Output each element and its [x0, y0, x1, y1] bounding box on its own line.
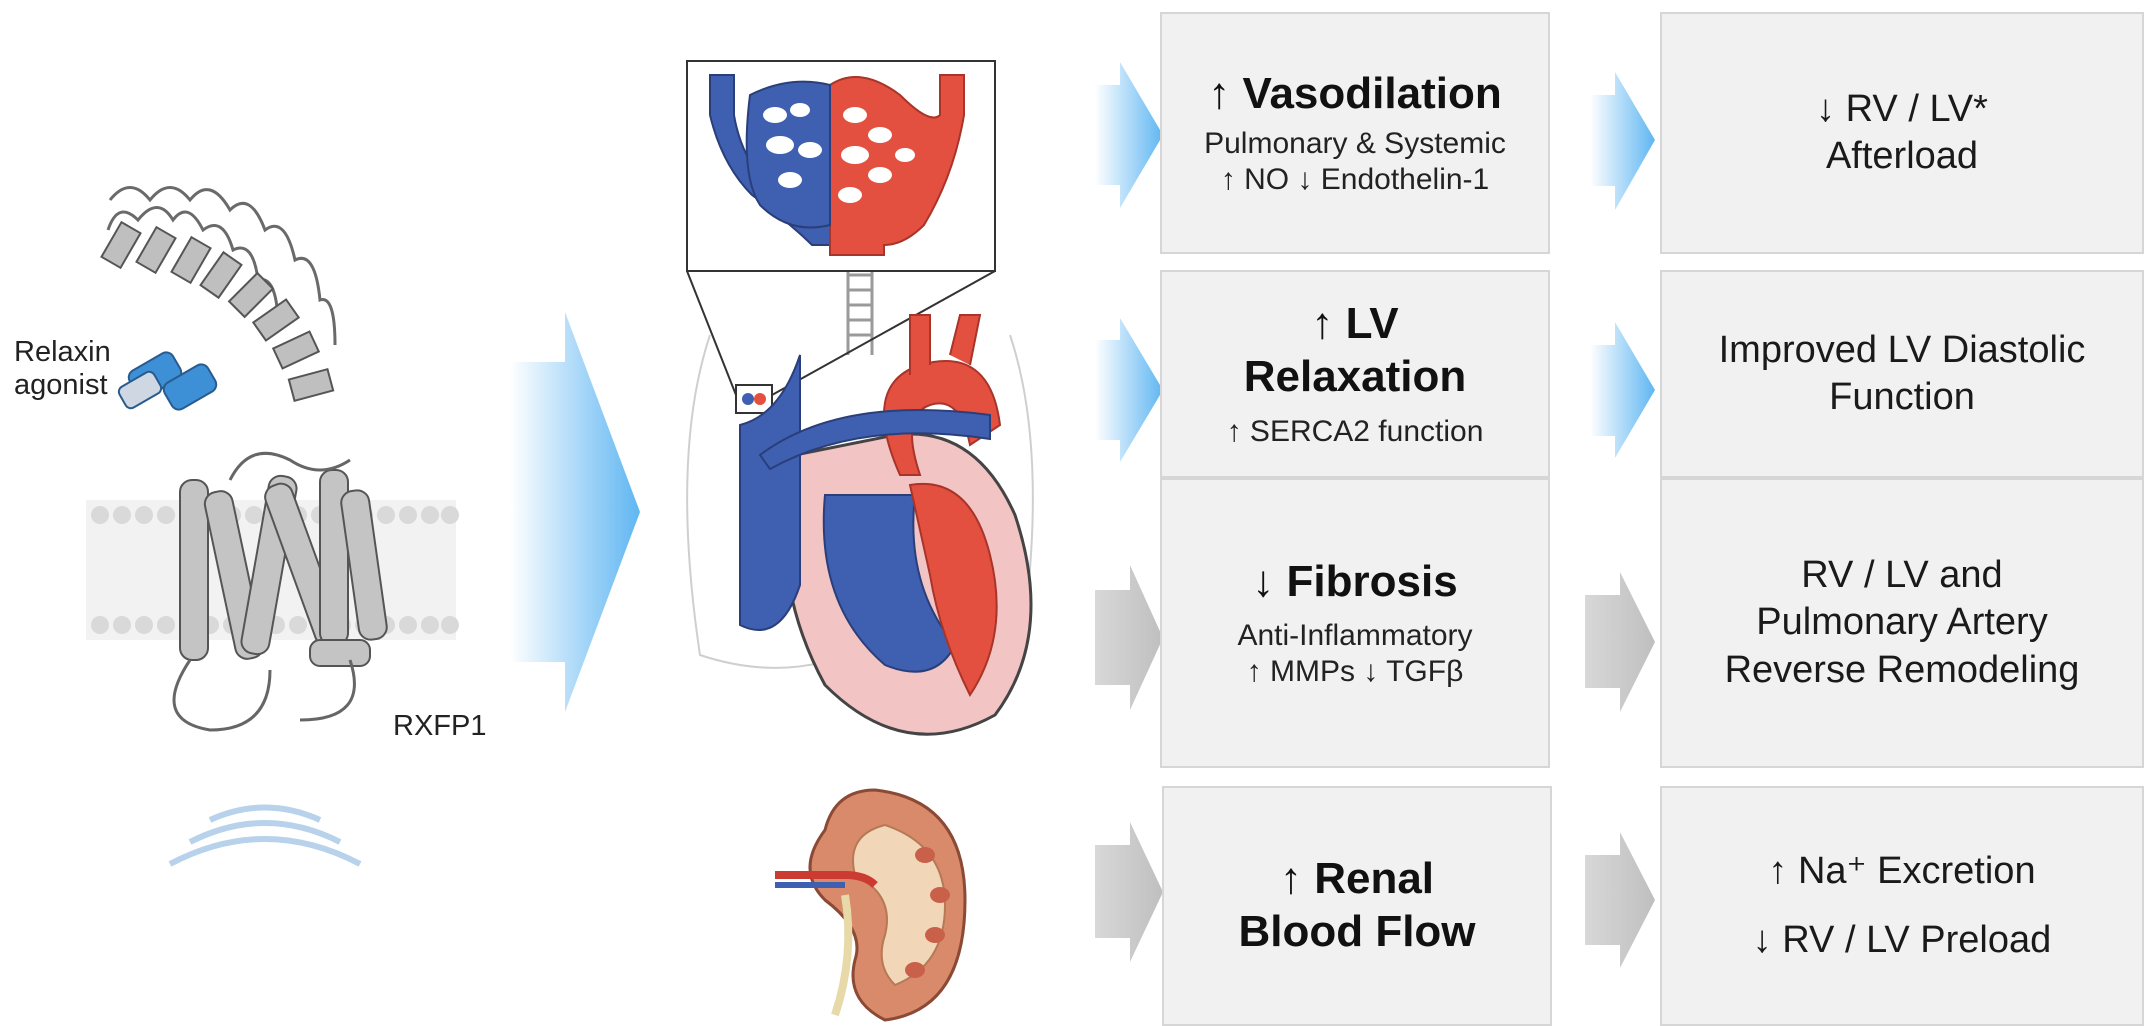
arrow-lv-in: [1095, 318, 1163, 462]
effect-box-lv-relaxation: ↑ LV Relaxation ↑ SERCA2 function: [1160, 270, 1550, 478]
effect-sub: Pulmonary & Systemic: [1204, 126, 1506, 162]
outcome-box-reverse-remodeling: RV / LV and Pulmonary Artery Reverse Rem…: [1660, 478, 2144, 768]
effect-title: Blood Flow: [1238, 906, 1475, 959]
arrow-fibrosis-out: [1585, 572, 1655, 712]
effect-box-renal-blood-flow: ↑ Renal Blood Flow: [1162, 786, 1552, 1026]
effect-sub: ↑ MMPs ↓ TGFβ: [1247, 654, 1464, 690]
arrow-vasodilation-out: [1590, 72, 1655, 210]
outcome-box-diastolic-function: Improved LV Diastolic Function: [1660, 270, 2144, 478]
big-gradient-arrow: [510, 312, 650, 712]
receptor-label: RXFP1: [393, 710, 486, 743]
outcome-box-afterload: ↓ RV / LV* Afterload: [1660, 12, 2144, 254]
effect-title: ↑ LV: [1311, 298, 1398, 351]
effect-box-fibrosis: ↓ Fibrosis Anti-Inflammatory ↑ MMPs ↓ TG…: [1160, 478, 1550, 768]
effect-title: ↑ Vasodilation: [1208, 68, 1501, 121]
rxfp1-receptor-illustration: [80, 170, 560, 970]
effect-title: ↑ Renal: [1280, 853, 1434, 906]
effect-title: Relaxation: [1244, 351, 1467, 404]
effect-title: ↓ Fibrosis: [1252, 556, 1457, 609]
arrow-renal-in: [1095, 822, 1163, 962]
kidney-illustration: [775, 785, 975, 1025]
effect-sub: Anti-Inflammatory: [1237, 618, 1472, 654]
effect-sub: ↑ SERCA2 function: [1227, 414, 1484, 450]
arrow-fibrosis-in: [1095, 565, 1163, 710]
effect-sub: ↑ NO ↓ Endothelin-1: [1221, 162, 1489, 198]
arrow-vasodilation-in: [1095, 62, 1163, 208]
arrow-lv-out: [1590, 322, 1655, 458]
agonist-label: Relaxin agonist: [14, 336, 111, 403]
arrow-renal-out: [1585, 832, 1655, 968]
outcome-box-excretion-preload: ↑ Na⁺ Excretion ↓ RV / LV Preload: [1660, 786, 2144, 1026]
effect-box-vasodilation: ↑ Vasodilation Pulmonary & Systemic ↑ NO…: [1160, 12, 1550, 254]
heart-lung-illustration: [650, 55, 1070, 775]
